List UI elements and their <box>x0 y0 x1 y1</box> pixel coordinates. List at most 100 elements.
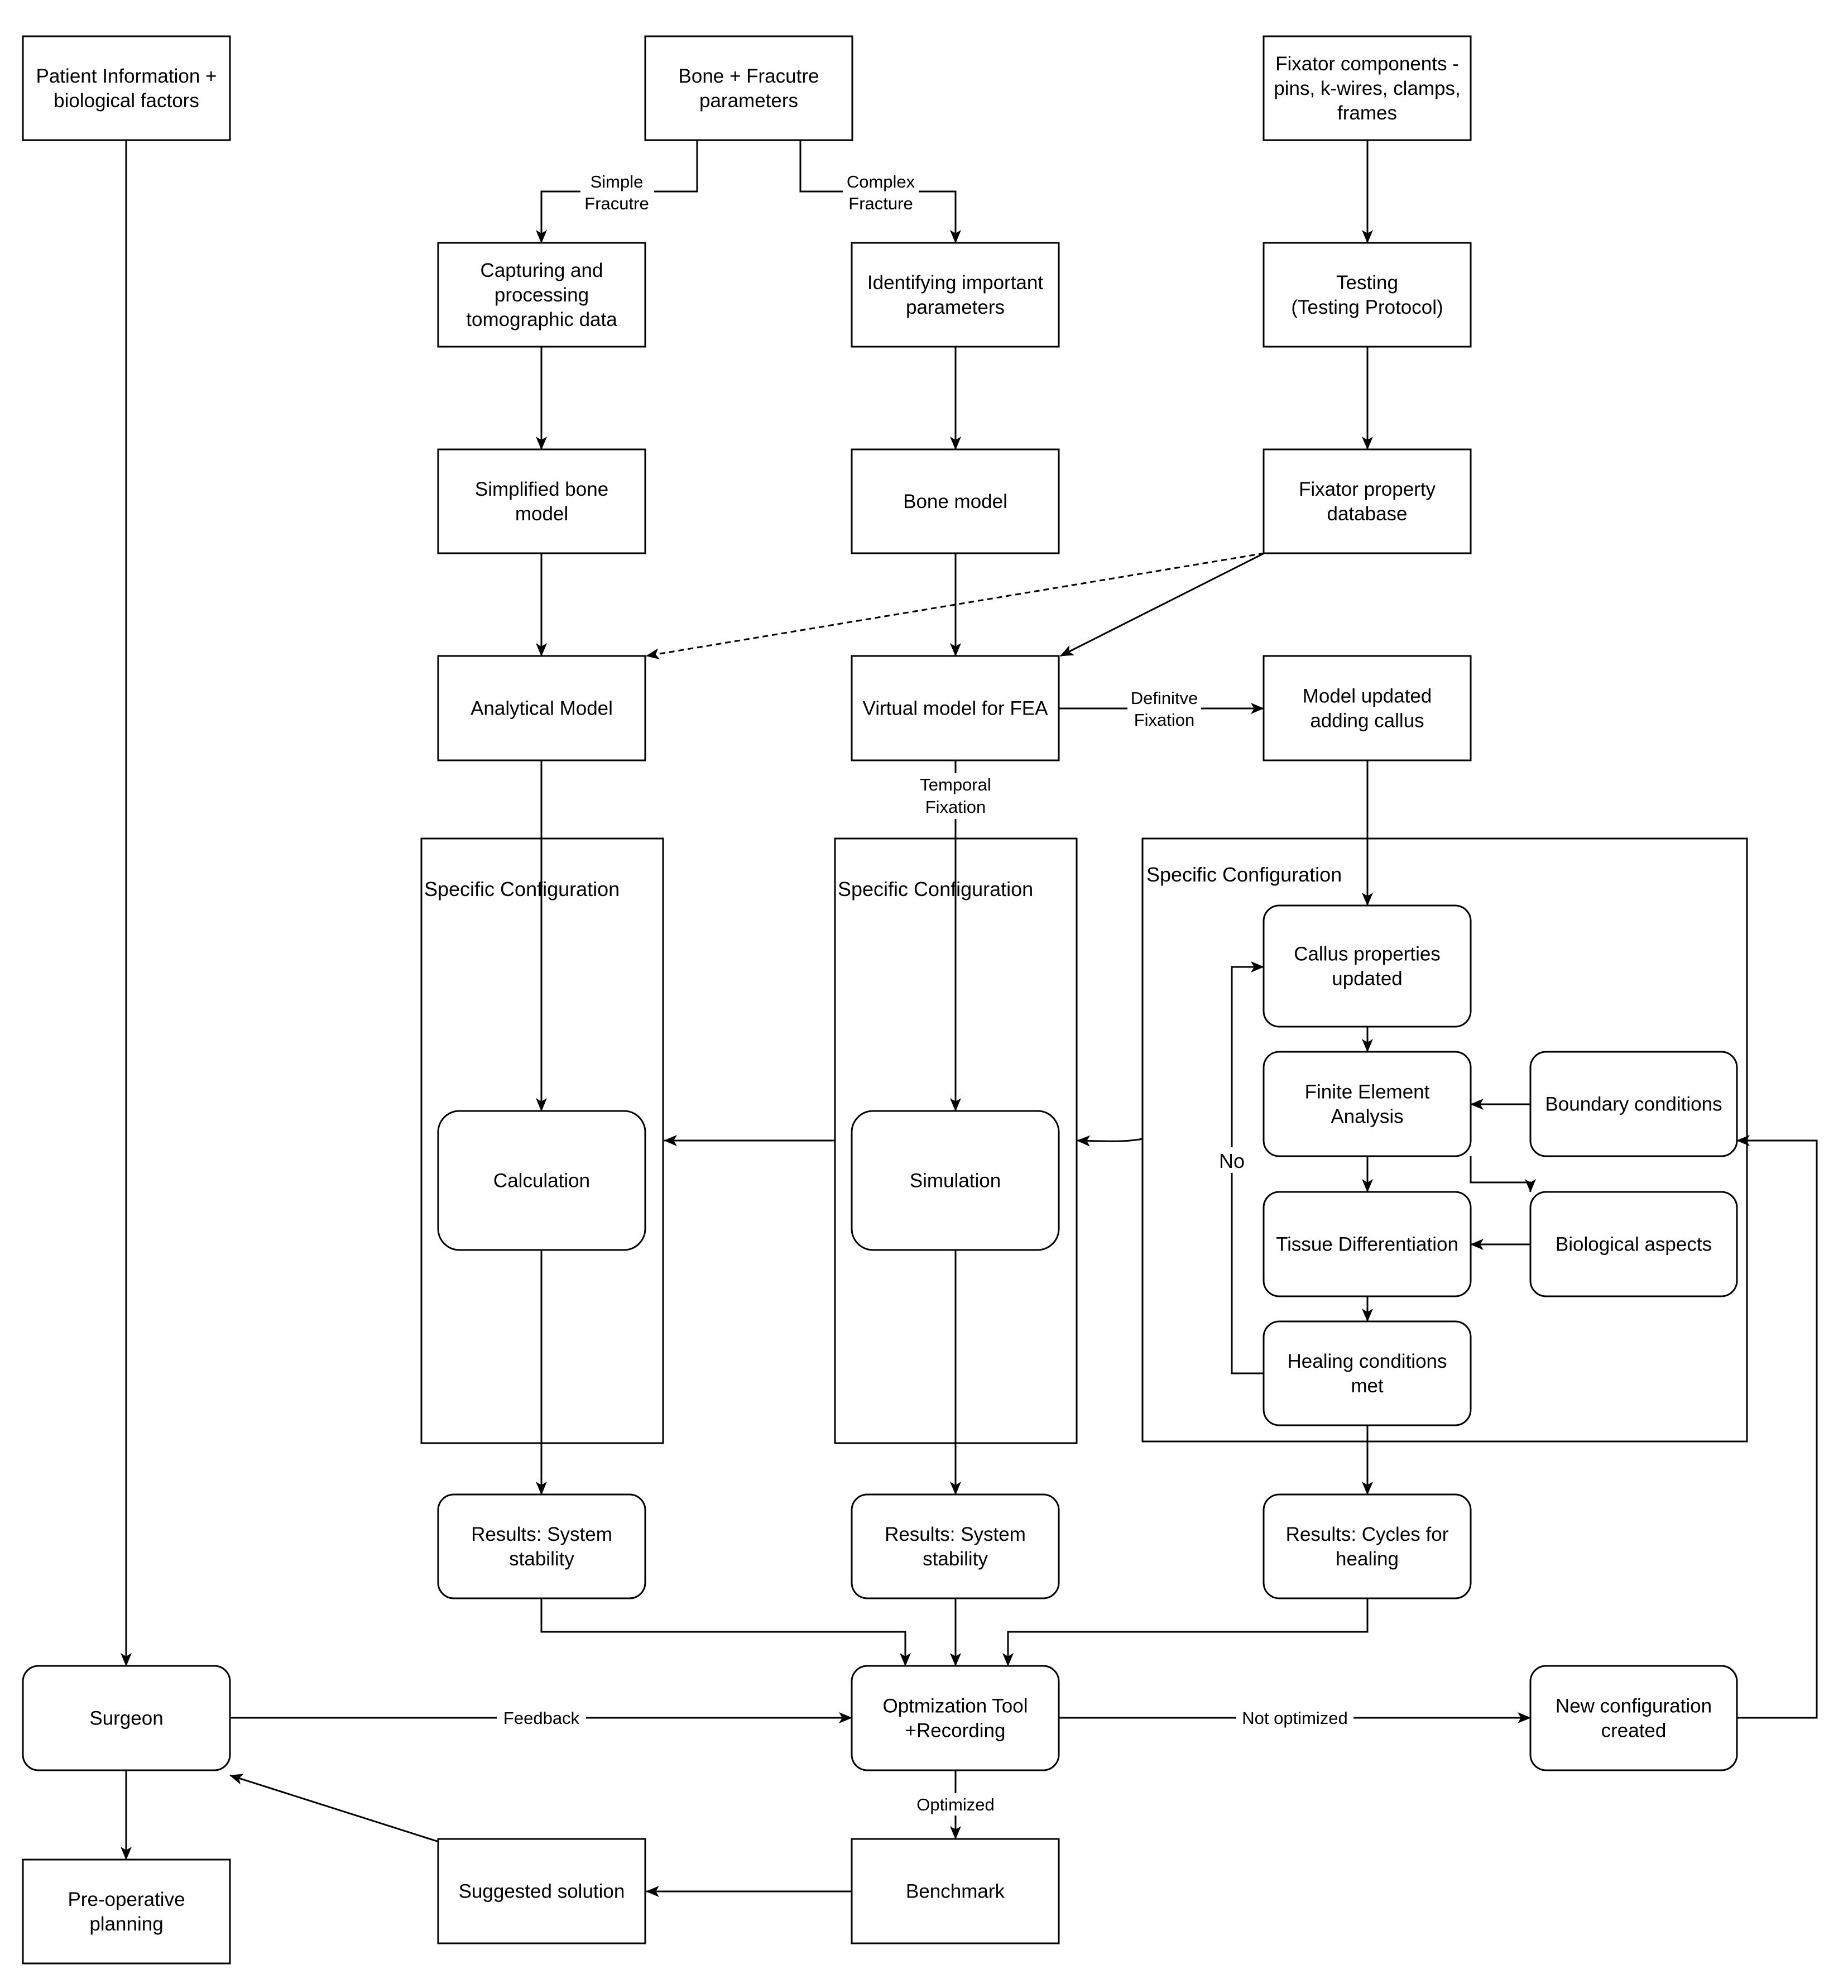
node-fixator-components-label-line-3: frames <box>1337 102 1397 124</box>
node-fixator-components <box>1263 35 1472 141</box>
node-results-3-label-line-2: healing <box>1336 1548 1399 1570</box>
edge-db-to-analytical <box>646 552 1265 660</box>
edge-results1-to-optimization <box>540 1598 911 1666</box>
node-callus <box>1263 904 1472 1028</box>
node-callus-label-line-2: updated <box>1332 968 1403 990</box>
label-optimized: Optimized <box>916 1795 995 1814</box>
node-benchmark <box>851 1838 1060 1944</box>
node-results-2-label-line-2: stability <box>923 1548 988 1570</box>
node-bone-fracture-label-line-1: Bone + Fracutre <box>679 65 819 87</box>
node-new-config-label-line-2: created <box>1601 1720 1667 1742</box>
edge-newconfig-to-boundary <box>1736 1135 1818 1719</box>
label-definitive-fixation-line-1: Definitve <box>1131 688 1198 708</box>
node-bone-model <box>851 448 1060 554</box>
label-simple-fracture-line-2: Fracutre <box>584 194 649 213</box>
node-simplified-bone <box>437 448 646 554</box>
node-analytical-label-line-1: Analytical Model <box>471 698 613 720</box>
label-temporal-fixation-line-2: Fixation <box>925 797 986 817</box>
node-calculation-label-line-1: Calculation <box>493 1170 590 1192</box>
node-bone-model-label-line-1: Bone model <box>903 491 1007 512</box>
node-fixator-db-label-line-1: Fixator property <box>1299 478 1436 500</box>
label-simple-fracture-line-1: Simple <box>591 172 644 191</box>
node-analytical <box>437 655 646 761</box>
node-fixator-db <box>1263 448 1472 554</box>
container-config-1-label: Specific Configuration <box>424 878 620 900</box>
node-healing-label-line-1: Healing conditions <box>1287 1350 1447 1372</box>
label-complex-fracture-line-1: Complex <box>847 172 915 191</box>
node-fixator-components-label-line-2: pins, k-wires, clamps, <box>1274 78 1461 99</box>
node-optimization-label-line-1: Optmization Tool <box>882 1695 1028 1717</box>
node-new-config <box>1529 1665 1738 1771</box>
node-optimization <box>851 1665 1060 1771</box>
node-healing <box>1263 1320 1472 1426</box>
node-healing-label-line-2: met <box>1351 1375 1384 1397</box>
node-testing-label-line-2: (Testing Protocol) <box>1291 296 1443 318</box>
node-testing-label-line-1: Testing <box>1336 272 1398 294</box>
node-results-2 <box>851 1493 1060 1599</box>
node-fea <box>1263 1051 1472 1157</box>
node-virtual-fea-label-line-1: Virtual model for FEA <box>863 698 1049 720</box>
node-patient-info-label-line-2: biological factors <box>54 90 199 112</box>
node-model-updated-label-line-2: adding callus <box>1310 710 1424 732</box>
node-surgeon-label-line-1: Surgeon <box>89 1708 163 1730</box>
container-config-3: Specific Configuration <box>1141 837 1748 1443</box>
node-fixator-db-label-line-2: database <box>1327 503 1407 525</box>
node-simplified-bone-label-line-2: model <box>515 503 568 525</box>
node-boundary-label-line-1: Boundary conditions <box>1545 1094 1722 1115</box>
node-fixator-components-label-line-1: Fixator components - <box>1275 53 1459 75</box>
node-results-1 <box>437 1493 646 1599</box>
label-not-optimized: Not optimized <box>1242 1708 1348 1728</box>
edge-fea-to-biological <box>1470 1156 1536 1192</box>
node-preop-label-line-1: Pre-operative <box>68 1889 185 1910</box>
node-preop <box>22 1858 231 1965</box>
node-testing <box>1263 242 1472 348</box>
edge-suggested-to-surgeon <box>229 1774 439 1843</box>
edges <box>121 140 1818 1897</box>
node-suggested <box>437 1838 646 1944</box>
node-capturing-label-line-3: tomographic data <box>466 309 617 330</box>
node-patient-info-label-line-1: Patient Information + <box>36 65 217 87</box>
container-config-3-label: Specific Configuration <box>1146 863 1342 886</box>
node-model-updated <box>1263 655 1472 761</box>
edge-labels: Simple Fracutre Complex Fracture Definit… <box>497 170 1353 1815</box>
node-calculation <box>437 1110 646 1251</box>
node-biological <box>1529 1191 1738 1297</box>
label-complex-fracture-line-2: Fracture <box>848 194 913 213</box>
node-results-3-label-line-1: Results: Cycles for <box>1286 1524 1449 1545</box>
label-temporal-fixation-line-1: Temporal <box>920 775 991 794</box>
node-tissue <box>1263 1191 1472 1297</box>
node-capturing <box>437 242 646 348</box>
node-model-updated-label-line-1: Model updated <box>1303 686 1432 707</box>
node-simulation-label-line-1: Simulation <box>910 1170 1001 1192</box>
node-bone-fracture-label-line-2: parameters <box>699 90 798 112</box>
node-optimization-label-line-2: +Recording <box>905 1720 1006 1742</box>
node-fea-label-line-1: Finite Element <box>1305 1081 1430 1103</box>
node-virtual-fea <box>851 655 1060 761</box>
node-simplified-bone-label-line-1: Simplified bone <box>475 478 608 500</box>
edge-results3-to-optimization <box>1002 1598 1369 1666</box>
node-patient-info <box>22 35 231 141</box>
node-preop-label-line-2: planning <box>89 1913 163 1935</box>
node-results-3 <box>1263 1493 1472 1599</box>
node-new-config-label-line-1: New configuration <box>1556 1695 1712 1717</box>
node-results-2-label-line-1: Results: System <box>885 1524 1026 1545</box>
node-simulation <box>851 1110 1060 1251</box>
label-definitive-fixation-line-2: Fixation <box>1134 710 1195 730</box>
node-results-1-label-line-1: Results: System <box>471 1524 612 1545</box>
node-identifying-label-line-1: Identifying important <box>867 272 1043 294</box>
node-benchmark-label-line-1: Benchmark <box>906 1881 1005 1903</box>
edge-config3-to-simulation <box>1077 1135 1143 1147</box>
node-results-1-label-line-2: stability <box>509 1548 574 1570</box>
edge-db-to-virtual <box>1060 552 1265 657</box>
node-callus-label-line-1: Callus properties <box>1294 943 1441 965</box>
label-feedback: Feedback <box>503 1708 580 1728</box>
node-biological-label-line-1: Biological aspects <box>1556 1234 1712 1256</box>
node-surgeon <box>22 1665 231 1771</box>
node-capturing-label-line-1: Capturing and <box>481 260 603 281</box>
container-config-2-label: Specific Configuration <box>838 878 1033 900</box>
node-identifying <box>851 242 1060 348</box>
node-suggested-label-line-1: Suggested solution <box>459 1881 625 1903</box>
node-boundary <box>1529 1051 1738 1157</box>
node-capturing-label-line-2: processing <box>495 284 589 306</box>
